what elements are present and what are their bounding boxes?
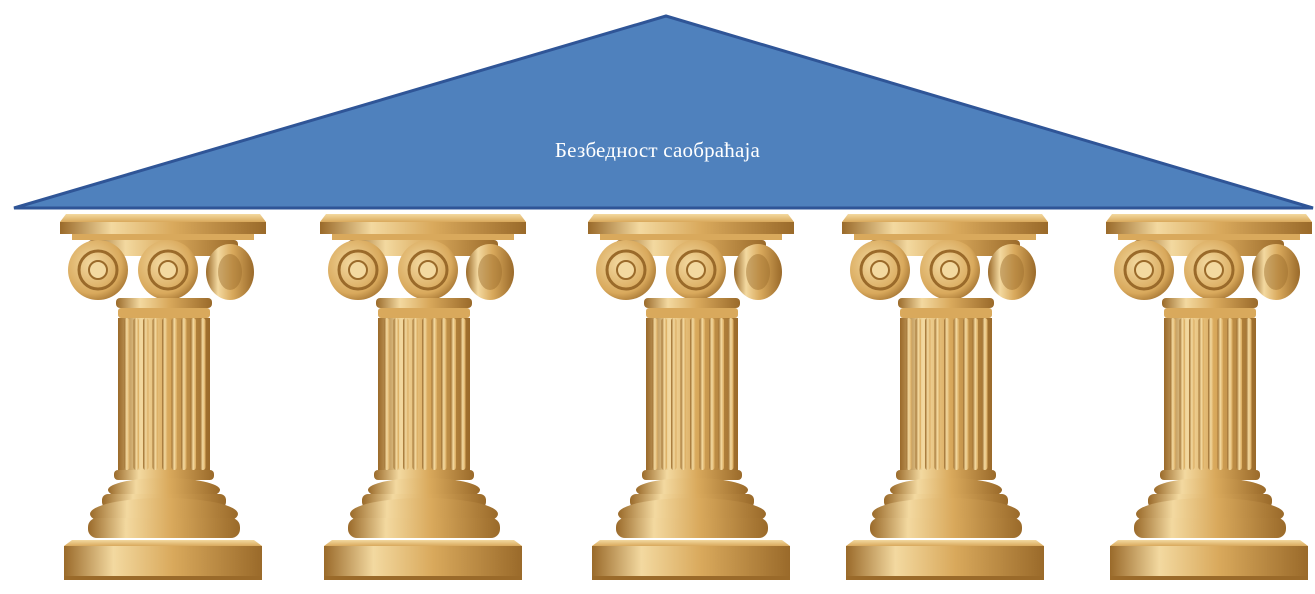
pillar-4 (840, 214, 1050, 594)
roof-label: Безбедност саобраћаја (554, 138, 761, 162)
ionic-column-icon (60, 214, 266, 580)
roof-pediment (13, 14, 1314, 210)
pillar-2 (318, 214, 528, 594)
ionic-column-icon (842, 214, 1048, 580)
pillar-3 (586, 214, 796, 594)
pillar-5 (1104, 214, 1314, 594)
ionic-column-icon (588, 214, 794, 580)
ionic-column-icon (320, 214, 526, 580)
pillar-1 (58, 214, 268, 594)
ionic-column-icon (1106, 214, 1312, 580)
